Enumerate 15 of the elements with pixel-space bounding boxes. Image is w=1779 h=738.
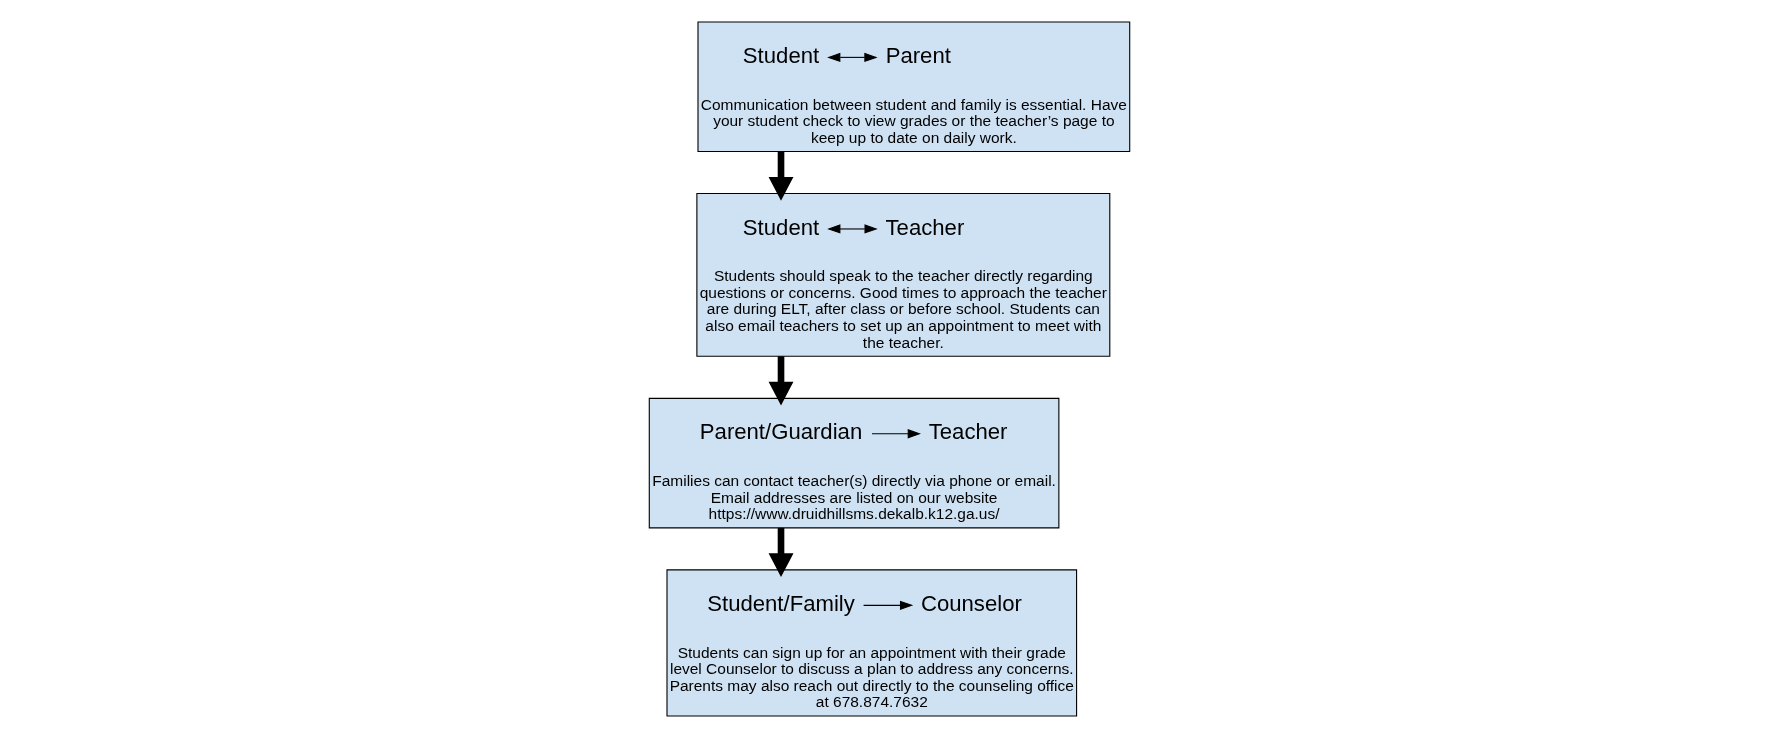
arrow (768, 527, 794, 578)
arrow (827, 52, 878, 63)
arrow (863, 600, 914, 610)
node-text: Parent (885, 42, 951, 68)
node-text: Teacher (885, 214, 965, 240)
node-text: Student (742, 214, 820, 240)
node-text: Parent/Guardian (699, 419, 863, 445)
node-text: Student/Family (707, 590, 855, 616)
node-text: Teacher (928, 419, 1008, 445)
arrow (768, 151, 794, 201)
arrow (768, 356, 794, 406)
arrow (871, 429, 921, 439)
node-text: Student (742, 42, 820, 68)
arrow (827, 224, 878, 234)
node-text: Counselor (920, 590, 1022, 616)
